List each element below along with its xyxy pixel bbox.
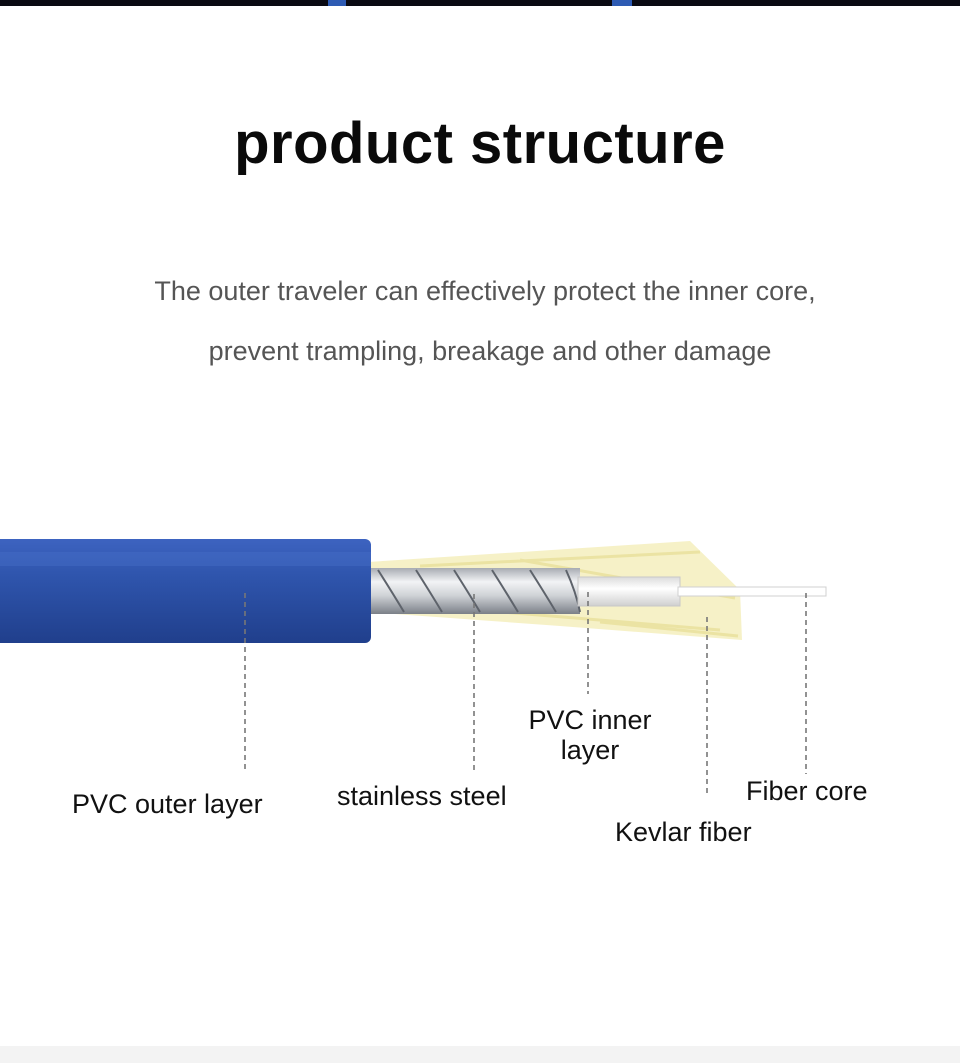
label-fiber-core: Fiber core [746,776,868,806]
label-pvc-inner-line-2: layer [560,735,620,765]
label-kevlar-fiber: Kevlar fiber [615,817,752,847]
pvc-inner-layer [577,576,681,607]
pvc-outer-highlight [0,552,371,566]
fiber-core [677,586,827,597]
label-pvc-inner-line-1: PVC inner [528,705,652,735]
top-banner-accent [612,0,632,6]
page-title: product structure [234,111,726,176]
kevlar-fiber-streaks [419,550,739,638]
label-pvc-inner-layer: PVC inner layer [508,705,672,765]
bottom-divider [0,1046,960,1063]
top-banner-strip [0,0,960,6]
stainless-steel-tube [366,568,580,614]
description-line-2: prevent trampling, breakage and other da… [208,336,772,366]
pvc-outer-layer [0,539,371,643]
top-banner-accent [328,0,346,6]
leader-lines [244,592,807,797]
label-stainless-steel: stainless steel [337,781,507,811]
label-pvc-outer-layer: PVC outer layer [72,789,263,819]
description-line-1: The outer traveler can effectively prote… [154,276,816,306]
stainless-steel-spiral [377,569,581,613]
